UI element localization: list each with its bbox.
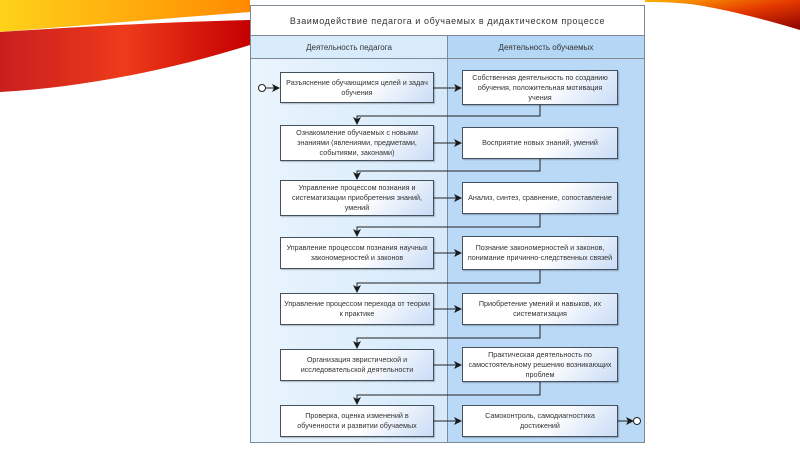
swoosh-red — [0, 20, 250, 92]
learner-step-2: Восприятие новых знаний, умений — [462, 127, 618, 159]
teacher-step-5: Управление процессом перехода от теории … — [280, 293, 434, 325]
swoosh-right — [645, 0, 800, 30]
learner-step-6: Практическая деятельность по самостоятел… — [462, 347, 618, 382]
teacher-step-7: Проверка, оценка изменений в обученности… — [280, 405, 434, 437]
teacher-step-2: Ознакомление обучаемых с новыми знаниями… — [280, 125, 434, 161]
diagram-title: Взаимодействие педагога и обучаемых в ди… — [251, 6, 644, 36]
learner-step-1: Собственная деятельность по созданию обу… — [462, 70, 618, 105]
learner-step-3: Анализ, синтез, сравнение, сопоставление — [462, 182, 618, 214]
lane-header-learner: Деятельность обучаемых — [448, 36, 644, 59]
teacher-step-3: Управление процессом познания и системат… — [280, 180, 434, 216]
learner-step-4: Познание закономерностей и законов, пони… — [462, 236, 618, 270]
learner-step-5: Приобретение умений и навыков, их систем… — [462, 293, 618, 325]
lane-header-teacher: Деятельность педагога — [251, 36, 448, 59]
teacher-step-4: Управление процессом познания научных за… — [280, 237, 434, 269]
teacher-step-1: Разъяснение обучающимся целей и задач об… — [280, 72, 434, 103]
swoosh-yellow — [0, 0, 250, 32]
learner-step-7: Самоконтроль, самодиагностика достижений — [462, 405, 618, 437]
teacher-step-6: Организация эвристической и исследовател… — [280, 349, 434, 381]
